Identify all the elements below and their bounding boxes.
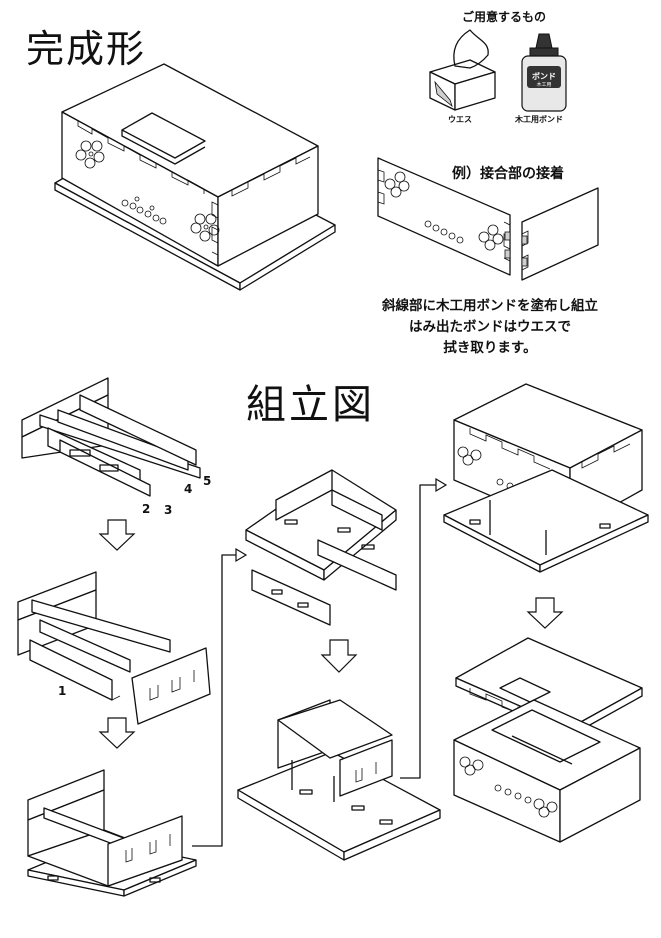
supply-label-glue: 木工用ボンド [515,115,563,124]
step6-walls-illustration [443,383,649,573]
step4-base-illustration [245,469,397,626]
glue-instructions: 斜線部に木工用ボンドを塗布し組立 はみ出たボンドはウエスで 拭き取ります。 [360,296,620,359]
part-number-3: 3 [164,503,173,517]
cherry-blossom-cutout-icon [75,140,105,169]
cherry-blossom-cutout-icon [190,213,220,242]
instruction-line: はみ出たボンドはウエスで [409,319,571,335]
part-number-1: 1 [58,684,67,698]
step5-assembly-illustration [237,699,441,861]
step2-assembly-illustration [17,571,211,725]
supply-label-cloth: ウエス [448,115,472,124]
down-arrow-icon [98,717,136,749]
part-number-4: 4 [184,482,193,496]
step3-assembly-illustration [27,769,197,897]
part-number-2: 2 [142,502,151,516]
instruction-line: 拭き取ります。 [443,340,537,356]
flow-connector-arrow-icon [192,554,240,847]
assembly-diagram-title: 組立図 [246,382,375,428]
down-arrow-icon [320,639,358,673]
glue-bottle-subtext: 木工用 [536,81,551,88]
glue-bottle-icon: ボンド 木工用 [521,33,567,112]
down-arrow-icon [526,597,564,629]
tissue-box-icon [429,29,496,111]
example-joint-label: 例）接合部の接着 [452,166,564,182]
flow-connector-arrow-icon [400,484,440,779]
instruction-line: 斜線部に木工用ボンドを塗布し組立 [382,298,598,314]
down-arrow-icon [98,519,136,551]
finished-shape-title: 完成形 [26,27,147,71]
step7-lid-illustration [453,637,643,843]
part-number-5: 5 [203,474,212,488]
finished-box-illustration [54,63,336,291]
step1-parts-illustration [21,377,201,497]
blossom-branch-cutout-icon [121,196,167,225]
glue-bottle-text: ボンド [532,71,556,81]
supplies-heading: ご用意するもの [462,10,547,24]
joint-example-illustration [377,157,599,281]
